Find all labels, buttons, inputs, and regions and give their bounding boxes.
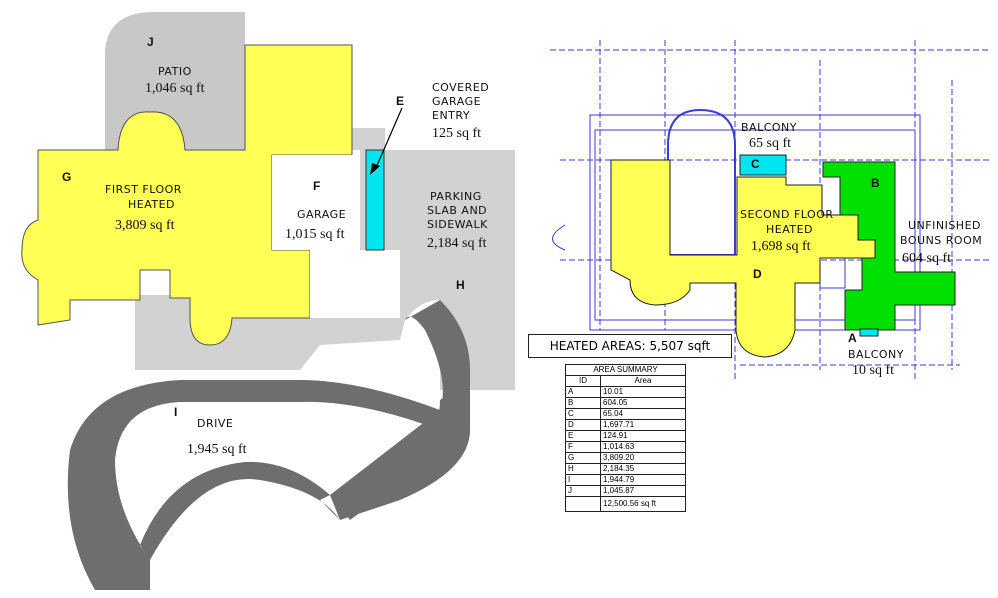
bonus-room-region [822, 161, 956, 331]
covered-entry-arrow [374, 107, 403, 171]
patio-id: J [147, 35, 154, 49]
first-floor-name-2: HEATED [128, 198, 175, 211]
parking-name-3: SIDEWALK [427, 218, 488, 231]
second-floor-name-1: SECOND FLOOR [740, 208, 834, 221]
parking-id: H [456, 278, 465, 292]
covered-entry-name-1: COVERED [432, 81, 489, 94]
drive-region [67, 300, 471, 590]
covered-entry-id: E [396, 94, 404, 108]
row-id: D [565, 419, 601, 431]
covered-entry-name-3: ENTRY [432, 109, 470, 122]
patio-area: 1,046 sq ft [145, 81, 205, 96]
row-id: C [565, 408, 601, 420]
row-id: B [565, 397, 601, 409]
balcony-c-name: BALCONY [741, 121, 797, 134]
row-area: 1,697.71 [600, 419, 686, 431]
balcony-a-region [859, 328, 879, 337]
row-id: J [565, 485, 601, 497]
patio-name: PATIO [158, 65, 192, 78]
row-area: 1,014.63 [600, 441, 686, 453]
parking-name-2: SLAB AND [427, 204, 487, 217]
heated-areas-label: HEATED AREAS: 5,507 sqft [528, 334, 732, 358]
row-area: 2,184.35 [600, 463, 686, 475]
second-floor-plan: C BALCONY 65 sq ft B UNFINISHED BOUNS RO… [550, 40, 990, 380]
row-area: 10.01 [600, 386, 686, 398]
garage-region [272, 155, 400, 318]
row-id: H [565, 463, 601, 475]
row-area: 3,809.20 [600, 452, 686, 464]
row-id: A [565, 386, 601, 398]
garage-id: F [313, 179, 320, 193]
second-floor-id: D [753, 267, 762, 281]
second-floor-area: 1,698 sq ft [751, 239, 811, 254]
parking-area: 2,184 sq ft [427, 236, 487, 251]
drive-id: I [174, 405, 177, 419]
row-id: I [565, 474, 601, 486]
bonus-id: B [871, 176, 880, 190]
second-floor-name-2: HEATED [766, 223, 813, 236]
drive-name: DRIVE [197, 417, 233, 430]
first-floor-area: 3,809 sq ft [115, 218, 175, 233]
second-floor-heated-region [610, 159, 876, 358]
bonus-area: 604 sq ft [902, 251, 951, 266]
table-total-row: 12,500.56 sq ft [565, 496, 686, 512]
covered-entry-name-2: GARAGE [432, 95, 481, 108]
balcony-c-region [739, 154, 787, 176]
bonus-name-1: UNFINISHED [908, 219, 981, 232]
arrow-head-icon [370, 163, 380, 175]
row-id: F [565, 441, 601, 453]
row-area: 124.91 [600, 430, 686, 442]
balcony-a-id: A [848, 331, 857, 345]
first-floor-id: G [62, 170, 71, 184]
garage-name: GARAGE [297, 208, 346, 221]
balcony-c-area: 65 sq ft [749, 136, 791, 151]
row-area: 1,045.87 [600, 485, 686, 497]
header-id: ID [565, 375, 601, 387]
row-area: 65.04 [600, 408, 686, 420]
first-floor-plan: J PATIO 1,046 sq ft G FIRST FLOOR HEATED… [21, 12, 515, 590]
row-area: 1,944.79 [600, 474, 686, 486]
drive-area: 1,945 sq ft [187, 442, 247, 457]
table-title: AREA SUMMARY [565, 364, 686, 376]
garage-area: 1,015 sq ft [285, 227, 345, 242]
row-id: G [565, 452, 601, 464]
row-area: 604.05 [600, 397, 686, 409]
row-id: E [565, 430, 601, 442]
total-area: 12,500.56 sq ft [600, 496, 686, 512]
first-floor-heated-region [21, 44, 353, 346]
bonus-name-2: BOUNS ROOM [900, 234, 982, 247]
balcony-a-name: BALCONY [848, 348, 904, 361]
balcony-c-id: C [751, 157, 760, 171]
first-floor-name-1: FIRST FLOOR [105, 183, 182, 196]
parking-name-1: PARKING [430, 190, 482, 203]
header-area: Area [600, 375, 686, 387]
covered-garage-entry-region [365, 149, 385, 251]
balcony-a-area: 10 sq ft [852, 363, 894, 378]
covered-entry-area: 125 sq ft [432, 126, 481, 141]
